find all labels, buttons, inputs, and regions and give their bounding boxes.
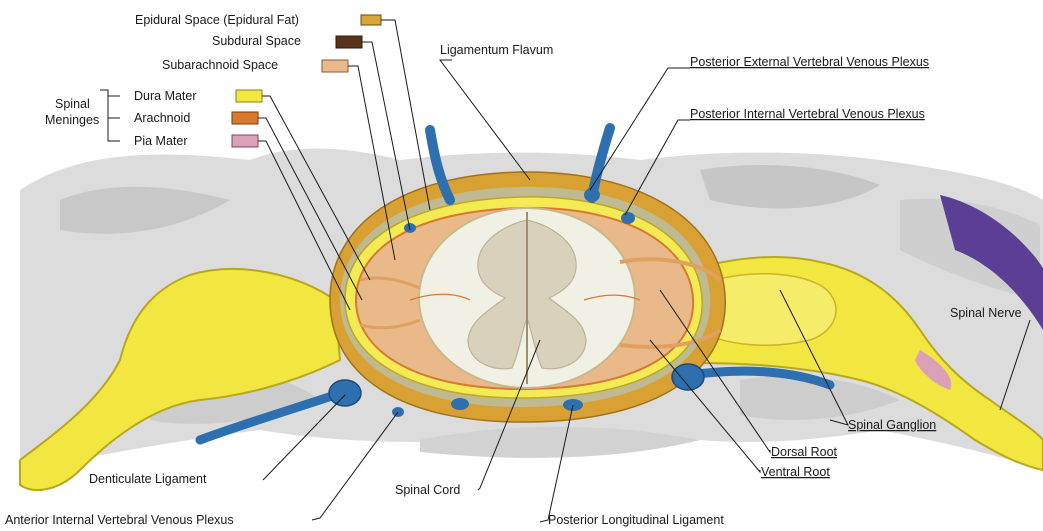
- label-posterior-external-plexus: Posterior External Vertebral Venous Plex…: [690, 55, 929, 69]
- label-spinal-meninges-line2: Meninges: [45, 113, 99, 127]
- label-pia-mater: Pia Mater: [134, 134, 188, 148]
- label-subarachnoid-space: Subarachnoid Space: [162, 58, 278, 72]
- label-ligamentum-flavum: Ligamentum Flavum: [440, 43, 553, 57]
- pia-swatch: [232, 135, 258, 147]
- label-spinal-ganglion: Spinal Ganglion: [848, 418, 936, 432]
- label-anterior-internal-plexus: Anterior Internal Vertebral Venous Plexu…: [5, 513, 234, 527]
- label-subdural-space: Subdural Space: [212, 34, 301, 48]
- label-posterior-internal-plexus: Posterior Internal Vertebral Venous Plex…: [690, 107, 925, 121]
- label-denticulate-ligament: Denticulate Ligament: [89, 472, 207, 486]
- epidural-swatch: [361, 15, 381, 25]
- label-ventral-root: Ventral Root: [761, 465, 830, 479]
- label-spinal-meninges-line1: Spinal: [55, 97, 90, 111]
- label-epidural-space: Epidural Space (Epidural Fat): [135, 13, 299, 27]
- label-posterior-longitudinal-ligament: Posterior Longitudinal Ligament: [548, 513, 724, 527]
- label-spinal-nerve: Spinal Nerve: [950, 306, 1022, 320]
- dura-swatch: [236, 90, 262, 102]
- label-arachnoid: Arachnoid: [134, 111, 190, 125]
- subdural-swatch: [336, 36, 362, 48]
- label-dorsal-root: Dorsal Root: [771, 445, 838, 459]
- arachnoid-swatch: [232, 112, 258, 124]
- label-spinal-cord: Spinal Cord: [395, 483, 460, 497]
- label-dura-mater: Dura Mater: [134, 89, 197, 103]
- subarachnoid-swatch: [322, 60, 348, 72]
